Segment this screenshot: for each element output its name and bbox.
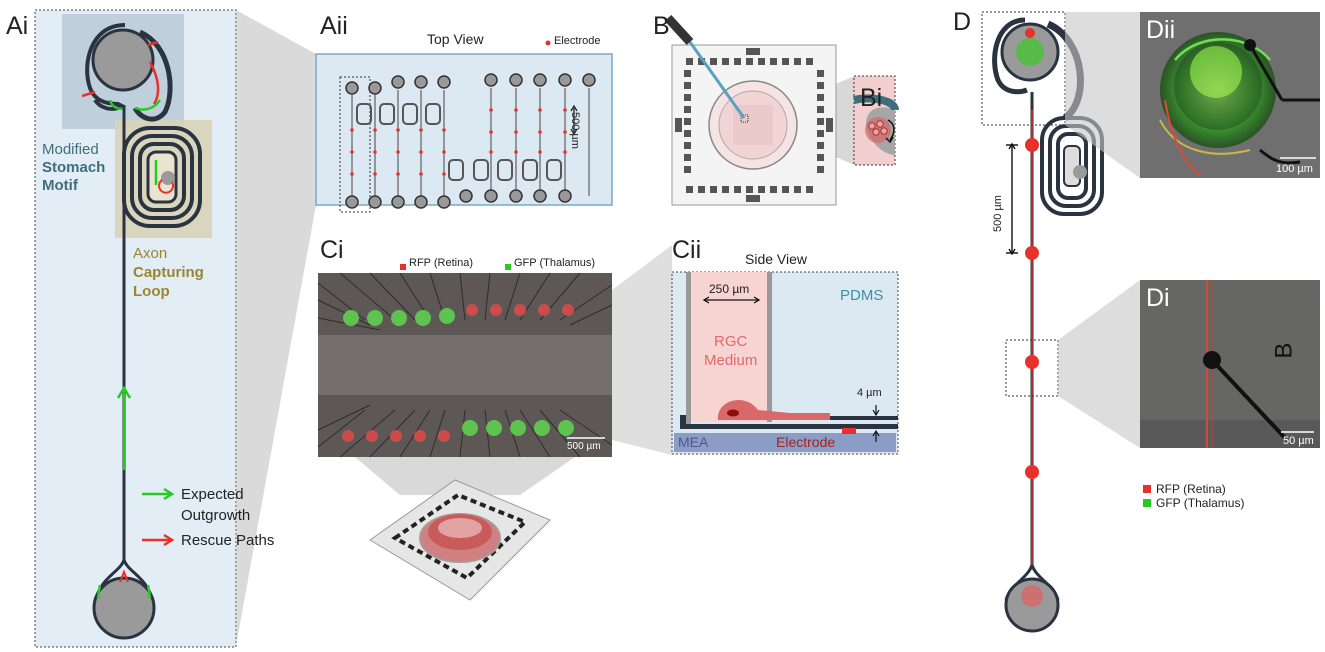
panel-label-d: D: [953, 8, 972, 36]
label-axon: Axon: [133, 245, 168, 262]
mea-layer: [674, 433, 896, 452]
ci-rfp-legend: RFP (Retina): [409, 257, 473, 269]
label-capturing: Capturing: [133, 264, 204, 281]
panel-aii: [315, 40, 613, 213]
aii-scale-bar-label: 500 µm: [569, 112, 581, 149]
aii-electrode-legend: Electrode: [554, 35, 601, 47]
ci-gfp-wells: [343, 308, 574, 436]
stomach-wing: [132, 29, 173, 122]
label-loop: Loop: [133, 283, 170, 300]
zoom-ai-aii: [236, 10, 316, 646]
legend-rescue: Rescue Paths: [181, 532, 275, 549]
d-electrodes: [1025, 138, 1039, 479]
aii-electrode-legend-dot: [545, 40, 551, 46]
mea-pads: [675, 48, 833, 202]
panel-label-bi: Bi: [860, 84, 883, 112]
d-rfp-organoid: [1021, 585, 1043, 607]
cii-pdms-label: PDMS: [840, 287, 884, 304]
di-b-mark: B: [1270, 342, 1298, 359]
pipette: [688, 41, 746, 119]
aii-loops: [356, 103, 562, 181]
panel-label-cii: Cii: [672, 236, 702, 264]
stomach-well: [91, 28, 155, 92]
panel-label-aii: Aii: [320, 12, 348, 40]
cii-electrode: [842, 428, 856, 434]
legend-expected-2: Outgrowth: [181, 507, 251, 524]
panel-dii: [1140, 12, 1320, 178]
rgc-neuron: [717, 399, 830, 420]
d-gfp-legend: GFP (Thalamus): [1156, 496, 1245, 510]
panel-label-dii: Dii: [1146, 16, 1176, 44]
panel-b: [664, 14, 837, 206]
cii-rgc-label: RGC: [714, 333, 748, 350]
panel-ci: [317, 264, 613, 458]
dii-scale-label: 100 µm: [1276, 163, 1313, 175]
panel-d: [981, 11, 1151, 633]
cii-electrode-label: Electrode: [776, 434, 836, 450]
panel-label-ai: Ai: [6, 12, 29, 40]
panel-label-b: B: [653, 12, 670, 40]
ci-scale-label: 500 µm: [567, 441, 601, 452]
rescue-path-1: [148, 61, 160, 105]
d-scale-500-label: 500 µm: [992, 195, 1004, 232]
cii-gap-label: 4 µm: [857, 387, 882, 399]
cii-mea-label: MEA: [678, 434, 709, 450]
aii-top-view-title: Top View: [427, 31, 484, 47]
panel-bi: [853, 75, 899, 166]
aii-channels: [351, 88, 590, 196]
aii-electrodes: [350, 40, 567, 176]
cii-side-view-title: Side View: [745, 251, 808, 267]
panel-ai: [34, 9, 237, 648]
aii-top-motifs: [345, 73, 596, 95]
d-rfp-legend: RFP (Retina): [1156, 482, 1226, 496]
cii-width-label: 250 µm: [709, 282, 750, 296]
panel-label-di: Di: [1146, 284, 1170, 312]
label-stomach: Stomach: [42, 159, 106, 176]
ci-rfp-wells: [342, 304, 574, 442]
cii-medium-label: Medium: [704, 352, 758, 369]
legend-expected-1: Expected: [181, 486, 244, 503]
mea-chip-photo: [369, 479, 551, 601]
panel-di: [1140, 280, 1320, 448]
aii-bottom-wells: [345, 189, 572, 209]
di-scale-label: 50 µm: [1283, 435, 1314, 447]
d-gfp-organoid: [1016, 38, 1044, 66]
label-modified: Modified: [42, 141, 99, 158]
ci-gfp-legend: GFP (Thalamus): [514, 257, 596, 269]
label-motif: Motif: [42, 177, 78, 194]
seeding-well: [92, 576, 156, 640]
panel-label-ci: Ci: [320, 236, 344, 264]
panel-cii: [671, 271, 899, 455]
